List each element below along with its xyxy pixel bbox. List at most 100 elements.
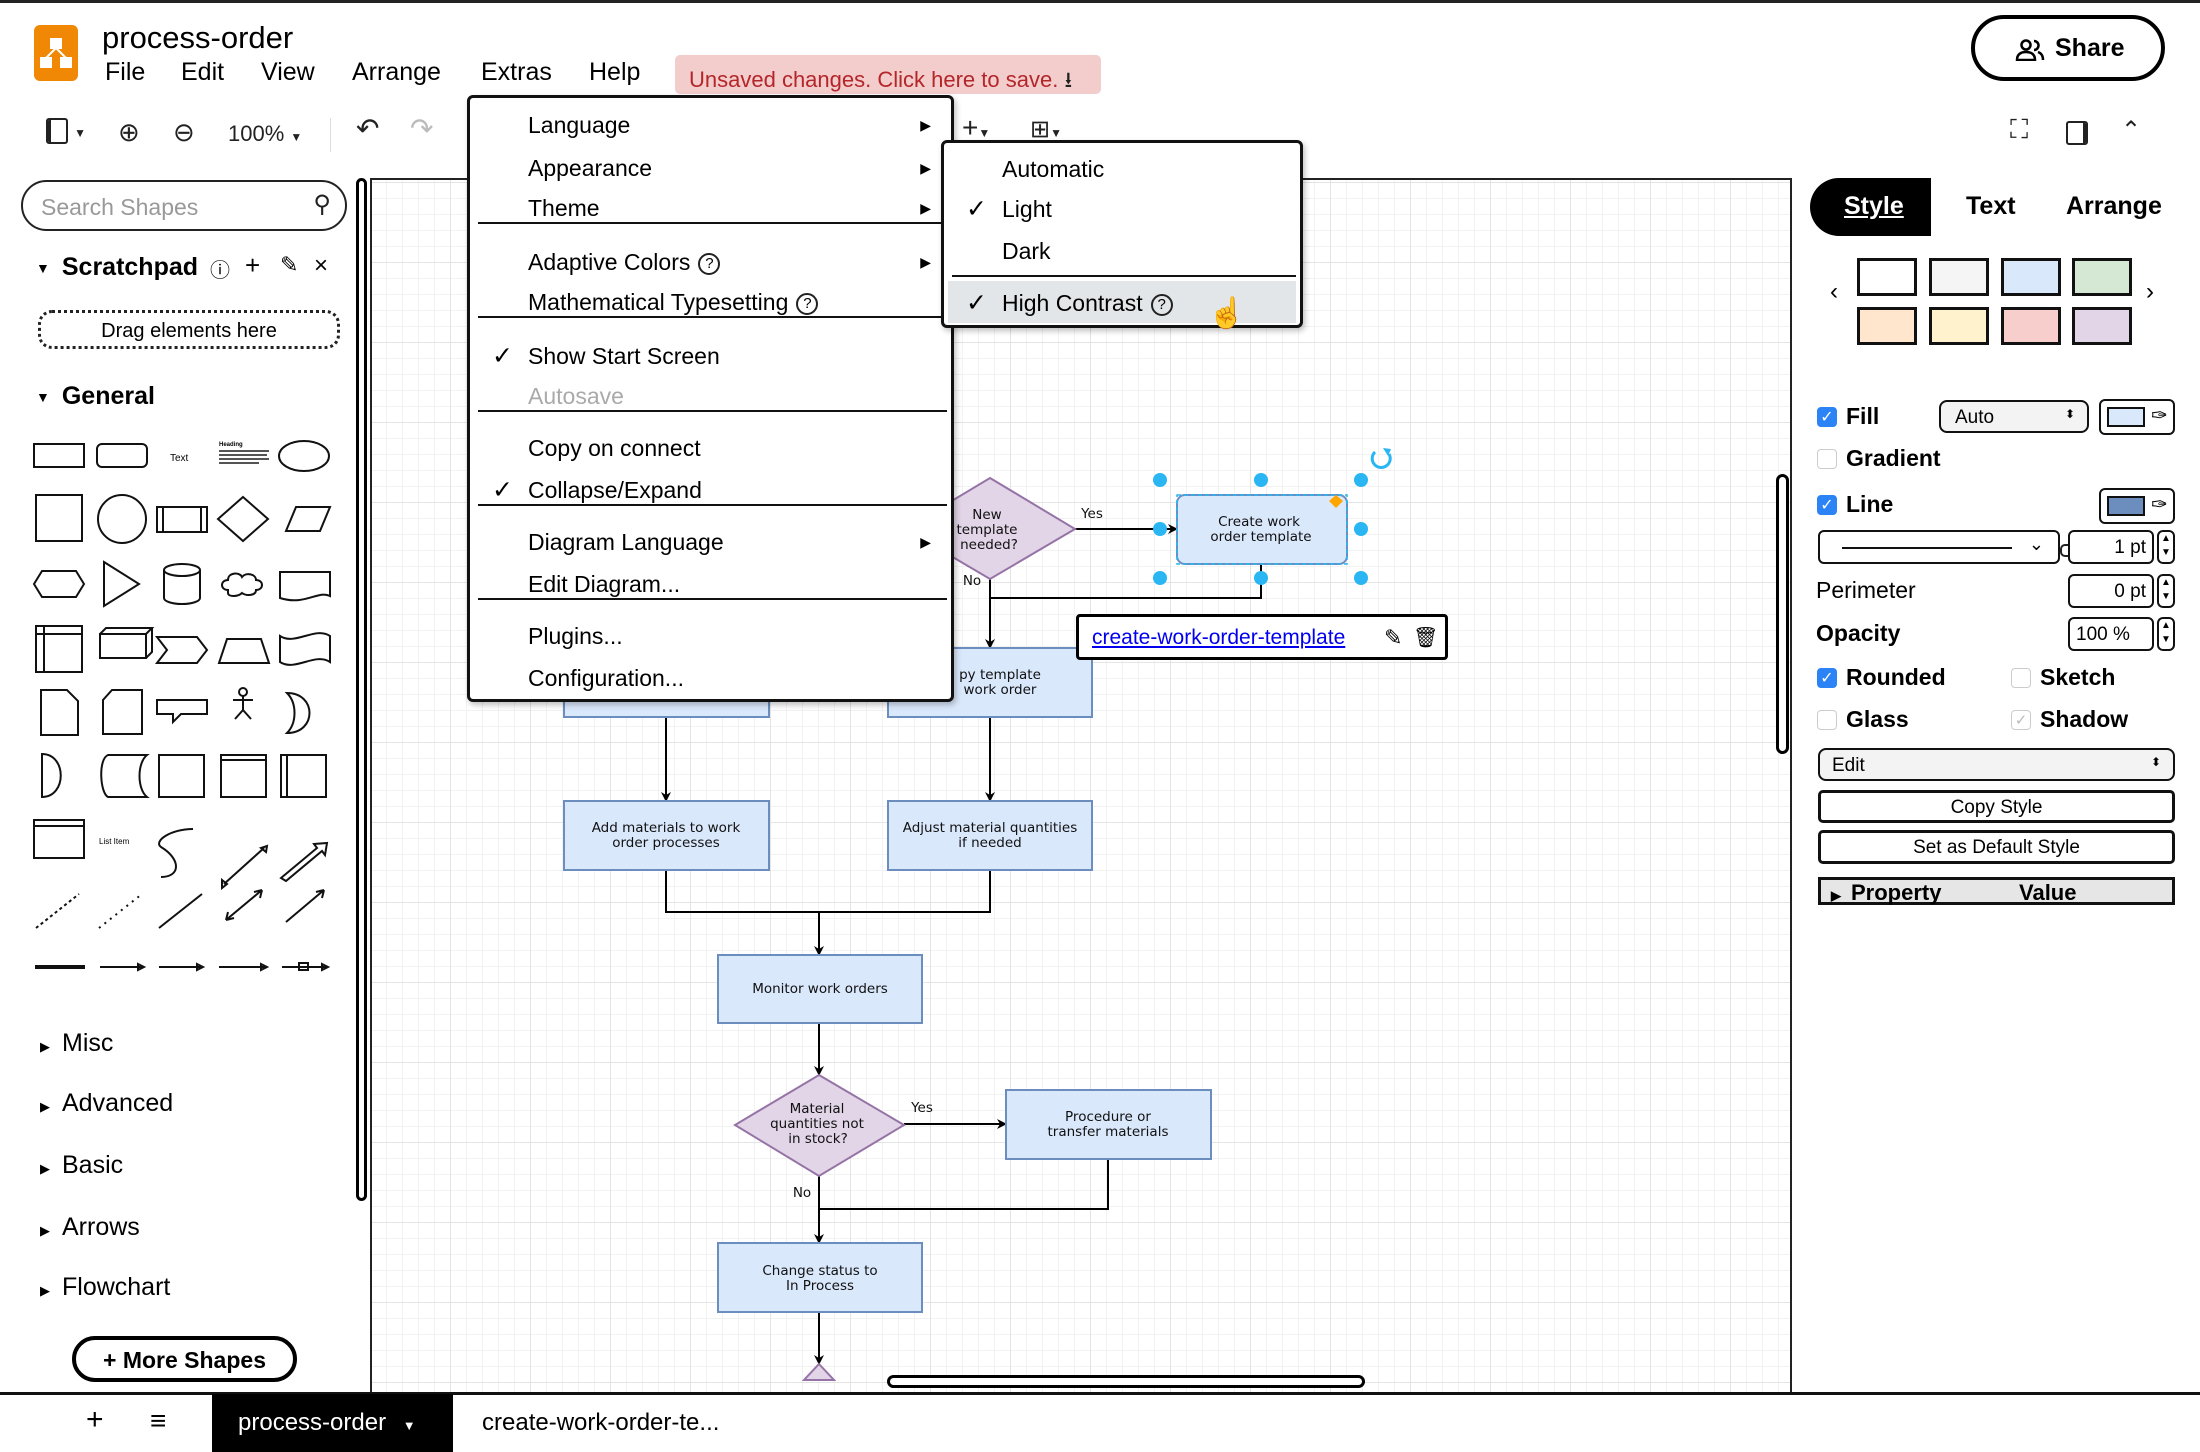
link-create-work-order-template[interactable]: create-work-order-template	[1092, 626, 1346, 649]
tab-style-label[interactable]: Style	[1844, 192, 1904, 220]
table-icon[interactable]: ⊞▼	[1030, 116, 1062, 143]
line-checkbox[interactable]: ✓	[1817, 495, 1837, 515]
glass-checkbox[interactable]	[1817, 710, 1837, 730]
menu-view[interactable]: View	[261, 58, 315, 86]
menu-help[interactable]: Help	[589, 58, 641, 86]
edit-link-pencil-icon[interactable]: ✎	[1384, 625, 1403, 650]
more-shapes-button[interactable]: + More Shapes	[72, 1336, 297, 1382]
sidebar-scrollbar[interactable]	[356, 178, 367, 1201]
canvas-horizontal-scrollbar[interactable]	[887, 1375, 1365, 1388]
general-header[interactable]: ▼General	[36, 382, 155, 411]
unsaved-changes-button[interactable]: Unsaved changes. Click here to save. ⭳	[675, 55, 1101, 94]
chevron-left-icon[interactable]: ‹	[1830, 278, 1838, 305]
tab-text[interactable]: Text	[1966, 192, 2016, 220]
sidebar-section-arrows[interactable]: ▶Arrows	[40, 1213, 140, 1241]
menu-item-diagram-language[interactable]: Diagram Language	[528, 529, 724, 556]
line-width-stepper[interactable]: ▲▼	[2157, 530, 2175, 564]
style-swatch[interactable]	[1857, 307, 1917, 345]
sidebar-section-basic[interactable]: ▶Basic	[40, 1151, 124, 1179]
fill-checkbox[interactable]: ✓	[1817, 407, 1837, 427]
close-icon[interactable]: ×	[314, 252, 329, 279]
menu-item-plugins[interactable]: Plugins...	[528, 623, 623, 650]
perimeter-input[interactable]: 0 pt	[2068, 574, 2154, 608]
style-swatch[interactable]	[1857, 258, 1917, 296]
menu-item-appearance[interactable]: Appearance	[528, 155, 652, 182]
menu-item-language[interactable]: Language	[528, 112, 630, 139]
help-icon[interactable]: ?	[1150, 294, 1173, 316]
scratchpad-header[interactable]: ▼Scratchpad	[36, 253, 198, 282]
menu-arrange[interactable]: Arrange	[352, 58, 441, 86]
add-icon[interactable]: +	[245, 250, 261, 280]
chevron-right-icon[interactable]: ›	[2146, 278, 2154, 305]
insert-plus-icon[interactable]: +▼	[962, 112, 991, 143]
menu-item-adaptive-colors[interactable]: Adaptive Colors?	[528, 249, 721, 276]
line-pattern-select[interactable]: ⌄	[1818, 530, 2060, 564]
menu-item-configuration[interactable]: Configuration...	[528, 665, 684, 692]
edit-pencil-icon[interactable]: ✎	[280, 252, 299, 277]
copy-style-button[interactable]: Copy Style	[1818, 790, 2175, 823]
tab-arrange[interactable]: Arrange	[2066, 192, 2162, 220]
zoom-in-icon[interactable]: ⊕	[118, 117, 140, 147]
format-panel-toggle-icon[interactable]	[2066, 121, 2088, 145]
sidebar-toggle-button[interactable]: ▼	[46, 117, 86, 145]
collapse-toolbar-icon[interactable]: ⌃	[2121, 117, 2142, 144]
menu-extras[interactable]: Extras	[481, 58, 552, 86]
page-tab-process-order[interactable]: process-order ▼	[212, 1394, 453, 1452]
opacity-stepper[interactable]: ▲▼	[2157, 617, 2175, 651]
gradient-checkbox[interactable]	[1817, 449, 1837, 469]
help-icon[interactable]: ⓘ	[210, 260, 230, 282]
submenu-arrow-icon: ▶	[920, 160, 931, 176]
menu-edit[interactable]: Edit	[181, 58, 225, 86]
theme-item-dark[interactable]: Dark	[1002, 238, 1051, 265]
style-swatch[interactable]	[1929, 258, 1989, 296]
page-tab-create-work-order[interactable]: create-work-order-te...	[482, 1409, 720, 1436]
sidebar-section-flowchart[interactable]: ▶Flowchart	[40, 1273, 171, 1301]
perimeter-stepper[interactable]: ▲▼	[2157, 574, 2175, 608]
scratchpad-drop-zone[interactable]: Drag elements here	[38, 310, 340, 349]
style-swatch[interactable]	[2001, 307, 2061, 345]
menu-item-show-start-screen[interactable]: Show Start Screen	[528, 343, 720, 370]
search-shapes-input[interactable]: Search Shapes⚲	[21, 180, 347, 231]
style-swatch[interactable]	[1929, 307, 1989, 345]
menu-item-collapse-expand[interactable]: Collapse/Expand	[528, 477, 702, 504]
shadow-checkbox[interactable]: ✓	[2011, 710, 2031, 730]
canvas-vertical-scrollbar[interactable]	[1776, 474, 1789, 754]
sidebar-section-misc[interactable]: ▶Misc	[40, 1029, 114, 1057]
redo-icon[interactable]: ↷	[410, 113, 434, 144]
help-icon[interactable]: ?	[796, 293, 819, 315]
zoom-out-icon[interactable]: ⊖	[173, 117, 195, 147]
rounded-checkbox[interactable]: ✓	[1817, 668, 1837, 688]
opacity-input[interactable]: 100 %	[2068, 617, 2154, 651]
fill-mode-select[interactable]: Auto⬍	[1939, 400, 2089, 433]
add-page-icon[interactable]: +	[86, 1403, 104, 1436]
theme-item-high-contrast[interactable]: High Contrast?	[1002, 290, 1173, 317]
style-swatch[interactable]	[2001, 258, 2061, 296]
pages-menu-icon[interactable]: ≡	[150, 1405, 167, 1436]
menu-item-autosave[interactable]: Autosave	[528, 383, 624, 410]
menu-item-theme[interactable]: Theme	[528, 195, 600, 222]
fullscreen-icon[interactable]: ⛶	[2010, 114, 2029, 144]
set-default-style-button[interactable]: Set as Default Style	[1818, 830, 2175, 864]
style-swatch[interactable]	[2072, 307, 2132, 345]
tab-style[interactable]	[1810, 178, 1931, 236]
theme-item-automatic[interactable]: Automatic	[1002, 156, 1104, 183]
style-swatch[interactable]	[2072, 258, 2132, 296]
delete-link-trash-icon[interactable]: 🗑	[1413, 627, 1439, 649]
line-color-button[interactable]: ✑	[2099, 488, 2175, 524]
sidebar-section-advanced[interactable]: ▶Advanced	[40, 1089, 174, 1117]
menu-item-mathematical-typesetting[interactable]: Mathematical Typesetting?	[528, 289, 819, 316]
undo-icon[interactable]: ↶	[356, 113, 380, 144]
menu-item-edit-diagram[interactable]: Edit Diagram...	[528, 571, 680, 598]
edit-style-select[interactable]: Edit⬍	[1818, 748, 2175, 781]
menu-file[interactable]: File	[105, 58, 146, 86]
line-width-input[interactable]: 1 pt	[2068, 530, 2154, 564]
sketch-checkbox[interactable]	[2011, 668, 2031, 688]
share-button[interactable]: Share	[1971, 15, 2165, 81]
document-title[interactable]: process-order	[102, 20, 294, 55]
help-icon[interactable]: ?	[698, 253, 721, 275]
menu-item-copy-on-connect[interactable]: Copy on connect	[528, 435, 701, 462]
zoom-level-select[interactable]: 100% ▼	[228, 121, 303, 146]
theme-item-light[interactable]: Light	[1002, 196, 1052, 223]
fill-color-button[interactable]: ✑	[2099, 399, 2175, 435]
